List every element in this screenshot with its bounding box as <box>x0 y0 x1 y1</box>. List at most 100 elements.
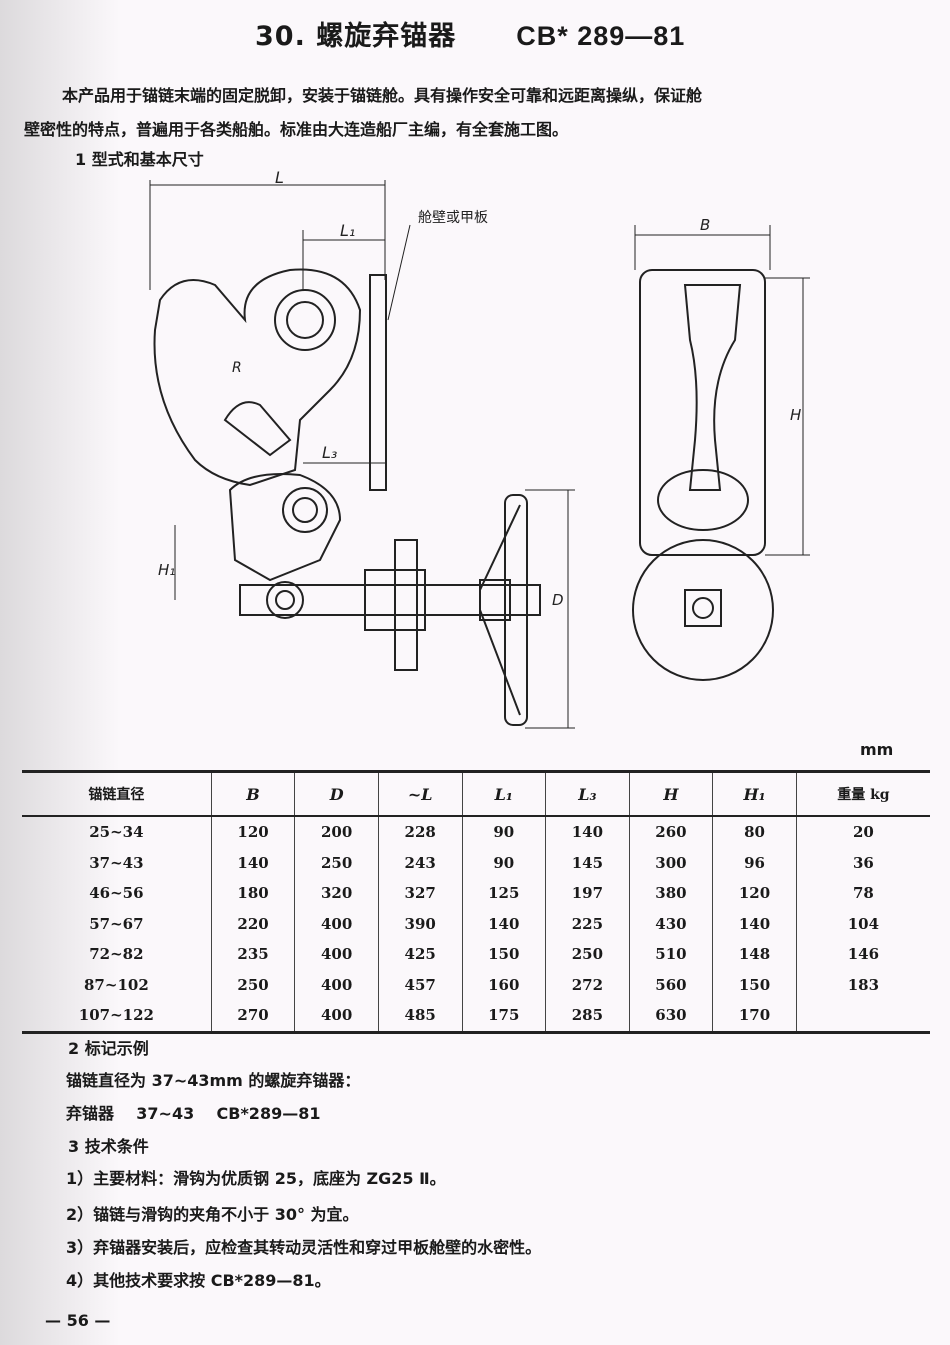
table-cell: 78 <box>795 878 930 909</box>
table-cell: 220 <box>210 908 295 939</box>
side-view-plate <box>639 269 766 556</box>
table-cell: 170 <box>712 1000 797 1032</box>
table-cell: 150 <box>461 939 546 970</box>
table-cell: 300 <box>628 847 713 878</box>
table-cell: 250 <box>210 969 295 1000</box>
table-cell: 200 <box>294 816 379 848</box>
table-cell: 150 <box>712 969 797 1000</box>
table-cell: 160 <box>461 969 546 1000</box>
table-cell: 250 <box>294 847 379 878</box>
table-cell: 183 <box>795 969 930 1000</box>
table-cell: 104 <box>795 908 930 939</box>
dimension-L <box>149 180 386 600</box>
table-cell: 72~82 <box>89 945 144 964</box>
table-cell: 320 <box>294 878 379 909</box>
label-H: H <box>790 406 801 424</box>
col-H1: H₁ <box>712 771 797 817</box>
table-cell: 270 <box>210 1000 295 1032</box>
table-cell: 90 <box>461 847 546 878</box>
section-2-heading: 2 标记示例 <box>68 1039 149 1058</box>
table-cell: 96 <box>712 847 797 878</box>
table-cell: 243 <box>377 847 462 878</box>
table-cell: 146 <box>795 939 930 970</box>
table-cell: 120 <box>712 878 797 909</box>
table-header-row: 锚链直径 B D ~L L₁ L₃ H H₁ 重量 kg <box>22 771 930 817</box>
table-cell: 120 <box>210 816 295 848</box>
table-cell: 197 <box>545 878 630 909</box>
table-cell: 400 <box>294 969 379 1000</box>
label-B: B <box>700 216 710 234</box>
table-cell: 37~43 <box>89 853 144 872</box>
table-cell: 327 <box>377 878 462 909</box>
tech-condition-3: 3）弃锚器安装后，应检查其转动灵活性和穿过甲板舱壁的水密性。 <box>66 1238 542 1257</box>
page-number: — 56 — <box>45 1311 111 1330</box>
table-cell: 140 <box>461 908 546 939</box>
label-L1: L₁ <box>340 221 355 240</box>
table-cell: 180 <box>210 878 295 909</box>
label-D: D <box>552 591 564 609</box>
label-R: R <box>232 360 242 376</box>
table-cell: 630 <box>628 1000 713 1032</box>
table-cell: 228 <box>377 816 462 848</box>
table-cell: 457 <box>377 969 462 1000</box>
table-cell: 107~122 <box>78 1006 154 1025</box>
table-cell: 25~34 <box>89 823 144 842</box>
table-cell: 390 <box>377 908 462 939</box>
col-L3: L₃ <box>545 771 630 817</box>
handwheel <box>504 494 528 726</box>
table-cell: 225 <box>545 908 630 939</box>
table-cell: 510 <box>628 939 713 970</box>
table-cell: 250 <box>545 939 630 970</box>
table-cell: 57~67 <box>89 914 144 933</box>
shaft <box>239 584 541 616</box>
table-cell: 272 <box>545 969 630 1000</box>
table-cell: 87~102 <box>84 975 149 994</box>
table-cell: 560 <box>628 969 713 1000</box>
table-cell: 80 <box>712 816 797 848</box>
table-cell: 425 <box>377 939 462 970</box>
table-cell <box>795 1000 930 1032</box>
table-cell: 148 <box>712 939 797 970</box>
table-cell: 400 <box>294 1000 379 1032</box>
tech-condition-2: 2）锚链与滑钩的夹角不小于 30° 为宜。 <box>66 1205 359 1224</box>
col-H: H <box>628 771 713 817</box>
section-1-heading: 1 型式和基本尺寸 <box>75 150 204 169</box>
side-view-flange <box>632 539 774 681</box>
bulkhead-plate <box>369 274 387 491</box>
table-cell: 285 <box>545 1000 630 1032</box>
table-cell: 140 <box>712 908 797 939</box>
anchor-release-body <box>153 268 362 487</box>
table-cell: 485 <box>377 1000 462 1032</box>
table-cell: 125 <box>461 878 546 909</box>
table-cell: 260 <box>628 816 713 848</box>
table-cell: 175 <box>461 1000 546 1032</box>
table-cell: 400 <box>294 908 379 939</box>
technical-drawing: L L₁ L₃ R H₁ 舱壁或甲板 D B H <box>149 168 810 729</box>
table-cell: 20 <box>795 816 930 848</box>
section-3-heading: 3 技术条件 <box>68 1137 149 1156</box>
col-chain-diameter: 锚链直径 <box>22 771 212 817</box>
table-cell: 380 <box>628 878 713 909</box>
col-B: B <box>210 771 295 817</box>
intro-line-2: 壁密性的特点，普遍用于各类船舶。标准由大连造船厂主编，有全套施工图。 <box>24 120 569 139</box>
table-cell: 145 <box>545 847 630 878</box>
col-weight: 重量 kg <box>795 771 930 817</box>
table-cell: 46~56 <box>89 884 144 903</box>
scan-noise <box>0 0 120 1345</box>
table-cell: 140 <box>545 816 630 848</box>
tech-condition-4: 4）其他技术要求按 CB*289—81。 <box>66 1271 331 1290</box>
marking-example-line-2: 弃锚器 37~43 CB*289—81 <box>66 1104 321 1123</box>
table-cell: 140 <box>210 847 295 878</box>
marking-example-line-1: 锚链直径为 37~43mm 的螺旋弃锚器： <box>66 1071 361 1090</box>
label-H1: H₁ <box>158 561 175 579</box>
standard-number: CB* 289—81 <box>516 21 686 51</box>
